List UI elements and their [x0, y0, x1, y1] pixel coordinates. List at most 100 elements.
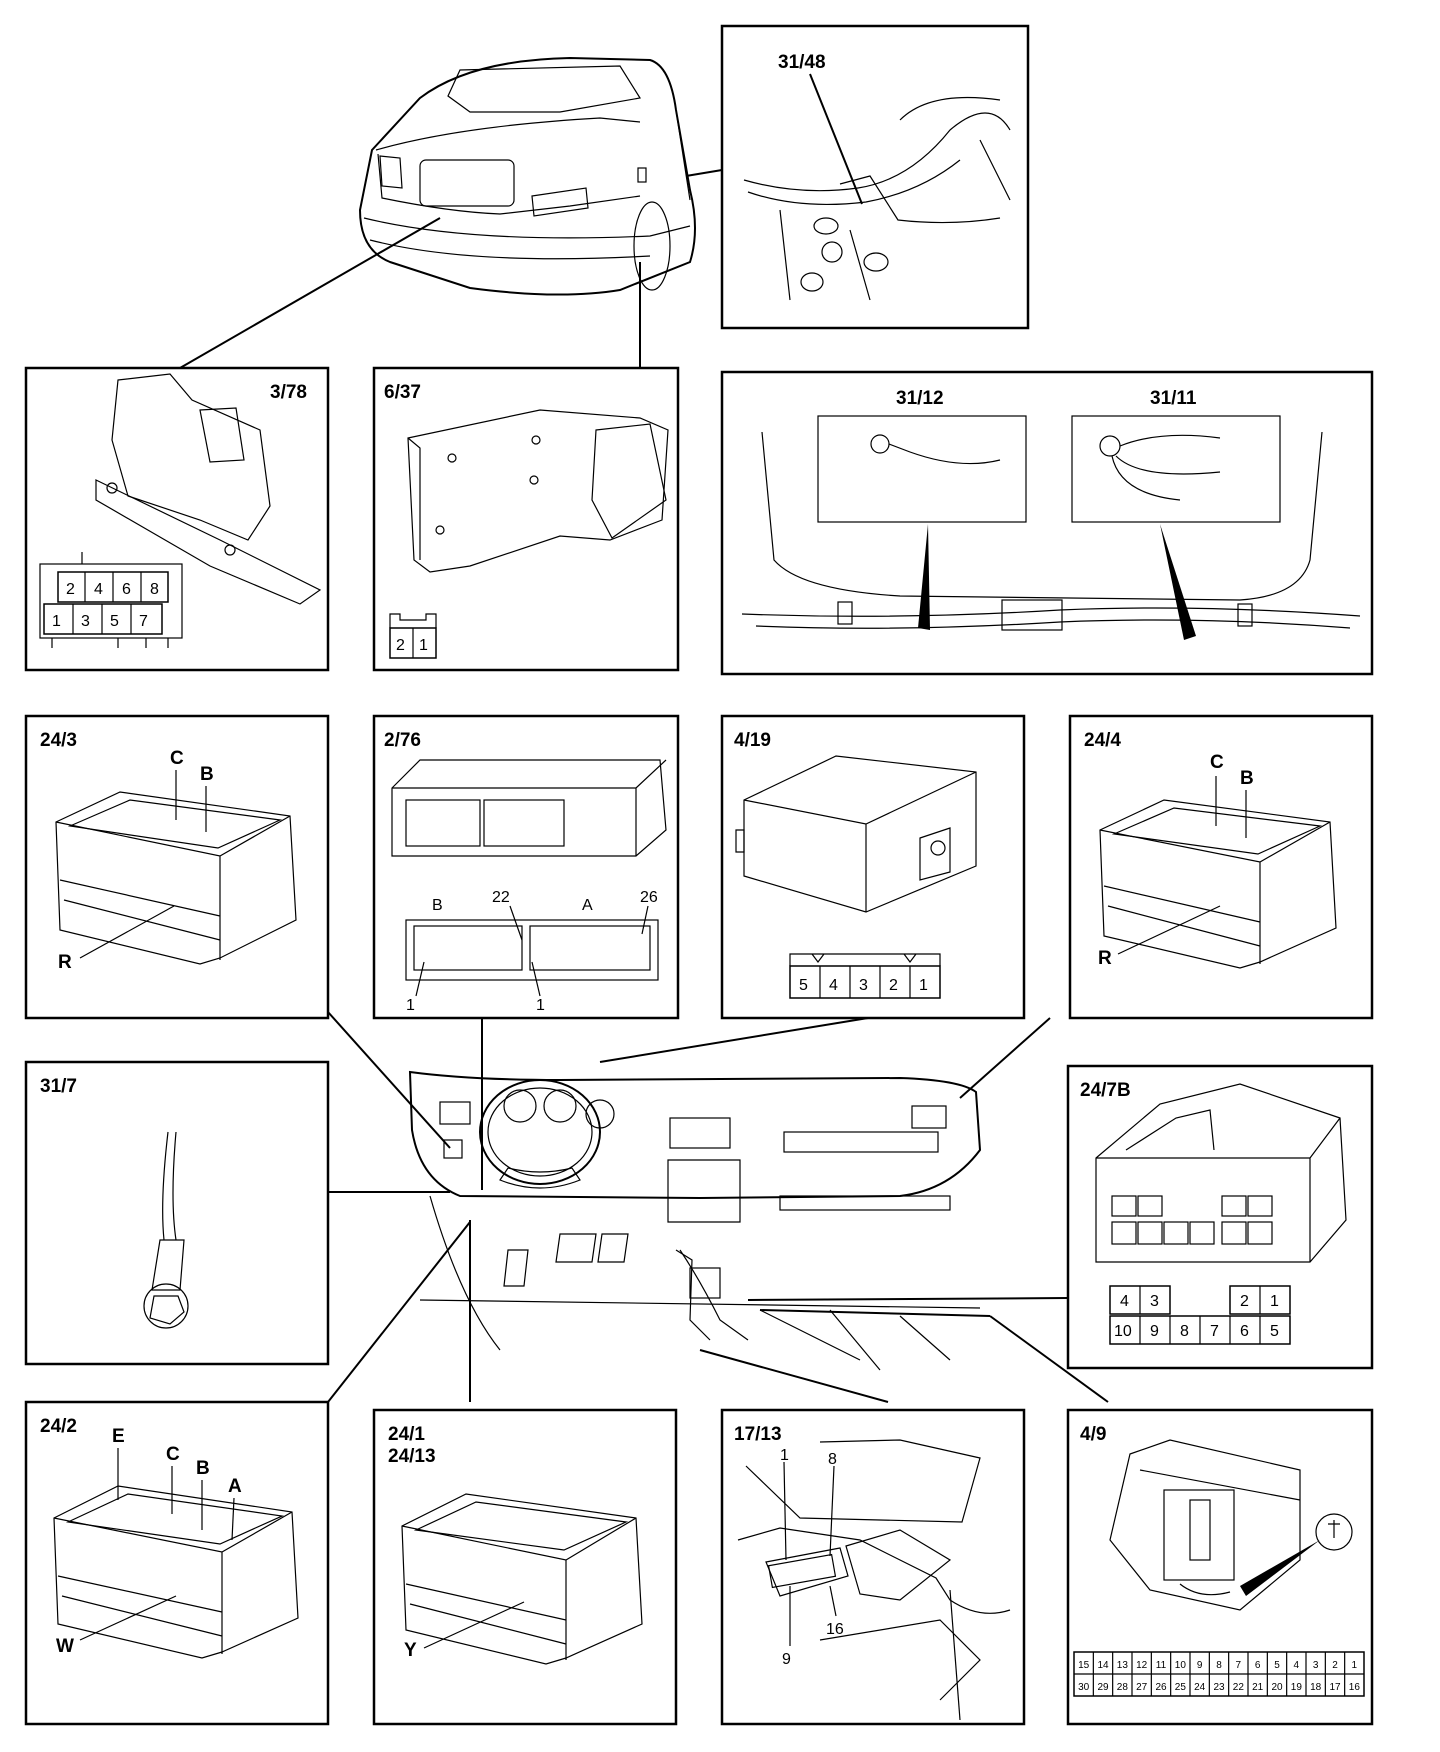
car-rear-view: [358, 56, 696, 296]
label-24-2: 24/2: [40, 1416, 77, 1437]
pin-2: 2: [1240, 1293, 1249, 1310]
label-24-3: 24/3: [40, 730, 77, 751]
pin-5: 5: [1270, 1323, 1279, 1340]
pin-9: 9: [1197, 1660, 1203, 1671]
pin-7: 7: [139, 613, 148, 630]
pin-15: 15: [1078, 1660, 1090, 1671]
pin-10: 10: [1114, 1323, 1132, 1340]
label-24-4: 24/4: [1084, 730, 1121, 751]
pin-7: 7: [1236, 1660, 1242, 1671]
panel-2-76: 2/76 B A 22 26 1 1: [372, 714, 680, 1020]
pin-4: 4: [94, 581, 103, 598]
pin-1: 1: [919, 977, 928, 994]
pin-12: 12: [1136, 1660, 1148, 1671]
pin-7: 7: [1210, 1323, 1219, 1340]
letter-A: A: [228, 1476, 242, 1497]
pin-13: 13: [1117, 1660, 1129, 1671]
pin-14: 14: [1097, 1660, 1109, 1671]
label-31-12: 31/12: [896, 388, 944, 409]
panel-24-3: 24/3 C B R: [24, 714, 330, 1020]
pin-6: 6: [1255, 1660, 1261, 1671]
pin-5: 5: [799, 977, 808, 994]
letter-Y: Y: [404, 1640, 417, 1661]
pin-4: 4: [1294, 1660, 1300, 1671]
label-31-7: 31/7: [40, 1076, 77, 1097]
connector-24-7b-pinout: 4 3 2 1 10 9 8 7 6 5: [1109, 1285, 1291, 1345]
pin-1: 1: [1352, 1660, 1358, 1671]
panel-17-13: 17/13 1 8 9 16: [720, 1408, 1026, 1726]
panel-31-7: 31/7: [24, 1060, 330, 1366]
connector-17-13-pinout: 1 8 9 16: [780, 1447, 844, 1668]
pin-3: 3: [859, 977, 868, 994]
label-17-13: 17/13: [734, 1424, 782, 1445]
letter-C: C: [166, 1444, 180, 1465]
panel-24-1-24-13: 24/1 24/13 Y: [372, 1408, 678, 1726]
letter-A: A: [582, 897, 593, 914]
letter-B: B: [1240, 768, 1254, 789]
pin-27: 27: [1136, 1682, 1148, 1693]
pin-24: 24: [1194, 1682, 1206, 1693]
panel-6-37: 6/37 2 1: [372, 366, 680, 672]
letter-C: C: [1210, 752, 1224, 773]
pin-26: 26: [1155, 1682, 1167, 1693]
connector-2-76-pinout: B A 22 26 1 1: [405, 889, 659, 1014]
label-4-19: 4/19: [734, 730, 771, 751]
letter-B: B: [196, 1458, 210, 1479]
pin-1: 1: [419, 637, 428, 654]
leader-lines: [179, 169, 1109, 1403]
connector-4-19-pinout: 5 4 3 2 1: [789, 953, 941, 999]
panel-24-2: 24/2 E C B A W: [24, 1400, 330, 1726]
pin-30: 30: [1078, 1682, 1090, 1693]
pin-26: 26: [640, 889, 658, 906]
pin-3: 3: [1150, 1293, 1159, 1310]
panel-3-78: 3/78 2 4 6 8 1 3 5 7: [24, 366, 330, 672]
label-2-76: 2/76: [384, 730, 421, 751]
label-24-1: 24/1: [388, 1424, 425, 1445]
pin-2: 2: [396, 637, 405, 654]
pin-17: 17: [1329, 1682, 1341, 1693]
panel-24-4: 24/4 C B R: [1068, 714, 1374, 1020]
pin-2: 2: [1332, 1660, 1338, 1671]
panel-4-19: 4/19 5 4 3 2 1: [720, 714, 1026, 1020]
pin-1-a: 1: [536, 997, 545, 1014]
pin-29: 29: [1097, 1682, 1109, 1693]
pin-5: 5: [1274, 1660, 1280, 1671]
pin-25: 25: [1175, 1682, 1187, 1693]
pin-18: 18: [1310, 1682, 1322, 1693]
connector-24-7b-face: [1111, 1195, 1273, 1245]
label-6-37: 6/37: [384, 382, 421, 403]
pin-28: 28: [1117, 1682, 1129, 1693]
label-24-7b: 24/7B: [1080, 1080, 1131, 1101]
letter-B: B: [200, 764, 214, 785]
letter-W: W: [56, 1636, 74, 1657]
pin-21: 21: [1252, 1682, 1264, 1693]
pin-9: 9: [782, 1651, 791, 1668]
pin-8: 8: [1180, 1323, 1189, 1340]
pin-1: 1: [1270, 1293, 1279, 1310]
pin-10: 10: [1175, 1660, 1187, 1671]
label-4-9: 4/9: [1080, 1424, 1106, 1445]
pin-2: 2: [66, 581, 75, 598]
pin-20: 20: [1271, 1682, 1283, 1693]
letter-C: C: [170, 748, 184, 769]
panel-24-7b: 24/7B 4 3 2 1 10 9 8 7 6: [1066, 1064, 1374, 1370]
pin-6: 6: [1240, 1323, 1249, 1340]
letter-B: B: [432, 897, 443, 914]
dashboard-view: [408, 1070, 982, 1371]
panel-31-12-31-11: 31/12 31/11: [720, 370, 1374, 676]
pin-22: 22: [1233, 1682, 1245, 1693]
pin-19: 19: [1291, 1682, 1303, 1693]
connector-4-9-pinout: [1073, 1651, 1365, 1697]
pin-9: 9: [1150, 1323, 1159, 1340]
pin-8: 8: [1216, 1660, 1222, 1671]
pin-23: 23: [1213, 1682, 1225, 1693]
pin-4: 4: [1120, 1293, 1129, 1310]
panel-31-48: 31/48: [720, 24, 1030, 330]
pin-22: 22: [492, 889, 510, 906]
pin-16: 16: [1349, 1682, 1361, 1693]
pin-8: 8: [828, 1451, 837, 1468]
pin-1-b: 1: [406, 997, 415, 1014]
